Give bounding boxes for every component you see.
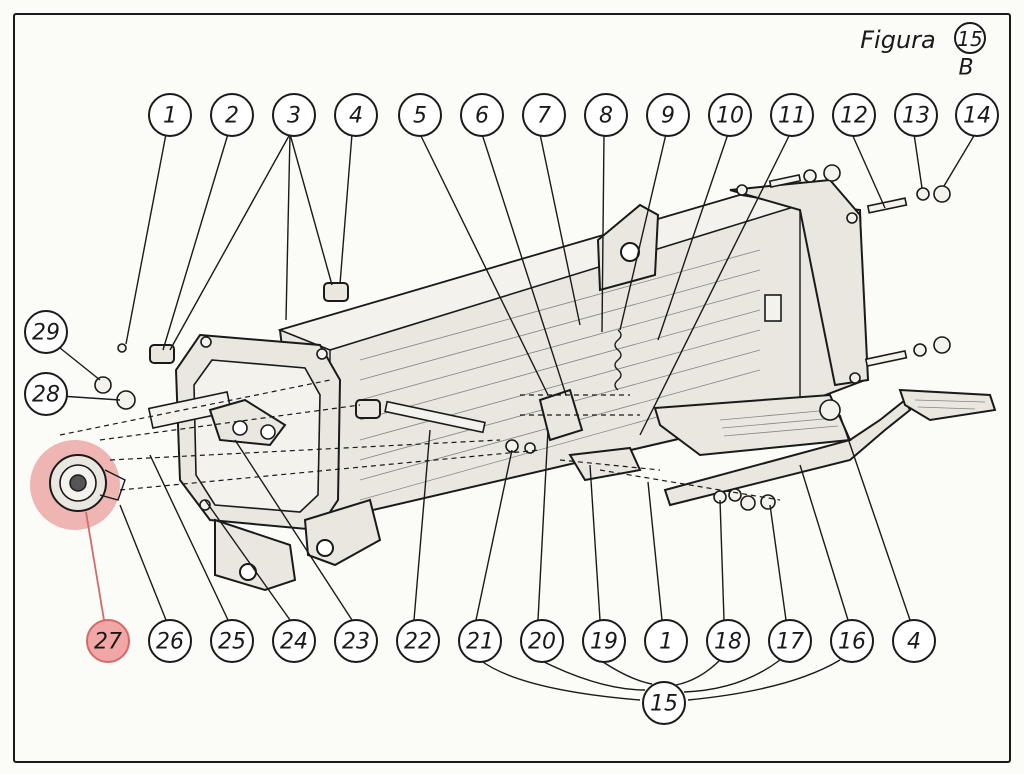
bushing-upper	[323, 282, 349, 302]
callouts: 1 2 3 4 5 6 7 8 9 10 11 12 13 14 29 28 2…	[24, 93, 999, 725]
figure-label: Figura	[860, 26, 936, 54]
spring	[614, 329, 622, 391]
svg-text:23: 23	[342, 630, 370, 655]
figure-suffix: B	[958, 56, 973, 81]
callout-11: 11	[770, 93, 814, 137]
callout-20: 20	[520, 619, 564, 663]
svg-text:21: 21	[466, 630, 494, 655]
svg-text:14: 14	[963, 104, 991, 129]
callout-24: 24	[272, 619, 316, 663]
callout-25: 25	[210, 619, 254, 663]
svg-text:28: 28	[32, 383, 60, 408]
callout-4-bottom: 4	[892, 619, 936, 663]
svg-text:6: 6	[475, 104, 489, 129]
callout-27-highlighted: 27	[86, 619, 130, 663]
housing-drawing	[30, 164, 997, 592]
svg-text:1: 1	[163, 104, 177, 129]
callout-13: 13	[894, 93, 938, 137]
svg-text:4: 4	[349, 104, 363, 129]
diagram-frame	[13, 13, 1011, 763]
pedal-pad	[898, 388, 997, 422]
callout-16: 16	[830, 619, 874, 663]
svg-text:1: 1	[659, 630, 673, 655]
leader-lines	[59, 133, 976, 701]
callout-10: 10	[708, 93, 752, 137]
svg-text:20: 20	[528, 630, 556, 655]
svg-text:12: 12	[840, 104, 868, 129]
figure-number: 15	[957, 27, 982, 51]
svg-text:11: 11	[778, 104, 806, 129]
callout-22: 22	[396, 619, 440, 663]
svg-text:2: 2	[225, 104, 239, 129]
svg-text:8: 8	[599, 104, 613, 129]
callout-17: 17	[768, 619, 812, 663]
callout-9: 9	[646, 93, 690, 137]
callout-1-bottom: 1	[644, 619, 688, 663]
callout-26: 26	[148, 619, 192, 663]
bearing-assembly	[49, 454, 126, 512]
callout-14: 14	[955, 93, 999, 137]
svg-text:26: 26	[156, 630, 184, 655]
svg-text:10: 10	[716, 104, 744, 129]
callout-5: 5	[398, 93, 442, 137]
svg-text:13: 13	[902, 104, 930, 129]
callout-4-top: 4	[334, 93, 378, 137]
svg-text:29: 29	[32, 321, 60, 346]
callout-7: 7	[522, 93, 566, 137]
svg-text:24: 24	[280, 630, 308, 655]
svg-text:19: 19	[590, 630, 618, 655]
svg-text:18: 18	[714, 630, 742, 655]
callout-15: 15	[642, 681, 686, 725]
callout-8: 8	[584, 93, 628, 137]
svg-text:15: 15	[650, 692, 678, 717]
callout-6: 6	[460, 93, 504, 137]
shaft	[384, 400, 486, 434]
callout-19: 19	[582, 619, 626, 663]
lower-mount	[214, 518, 297, 592]
svg-text:3: 3	[287, 104, 301, 129]
studs	[117, 164, 951, 368]
callout-3: 3	[272, 93, 316, 137]
svg-text:4: 4	[907, 630, 921, 655]
callout-29: 29	[24, 310, 68, 354]
callout-28: 28	[24, 372, 68, 416]
bushing-mid	[355, 399, 381, 419]
svg-text:5: 5	[413, 104, 427, 129]
callout-2: 2	[210, 93, 254, 137]
svg-text:22: 22	[404, 630, 432, 655]
callout-1-top: 1	[148, 93, 192, 137]
svg-text:9: 9	[661, 104, 675, 129]
svg-text:27: 27	[94, 630, 122, 655]
bushing-left	[149, 344, 175, 364]
svg-text:7: 7	[537, 104, 551, 129]
svg-text:25: 25	[218, 630, 246, 655]
callout-21: 21	[458, 619, 502, 663]
figure-number-circle	[954, 22, 986, 54]
pedal-arm	[663, 398, 912, 507]
assembly-lines	[59, 379, 781, 501]
svg-text:16: 16	[838, 630, 866, 655]
leader-27-highlight	[85, 511, 105, 621]
callout-18: 18	[706, 619, 750, 663]
svg-text:17: 17	[776, 630, 804, 655]
callout-23: 23	[334, 619, 378, 663]
callout-12: 12	[832, 93, 876, 137]
